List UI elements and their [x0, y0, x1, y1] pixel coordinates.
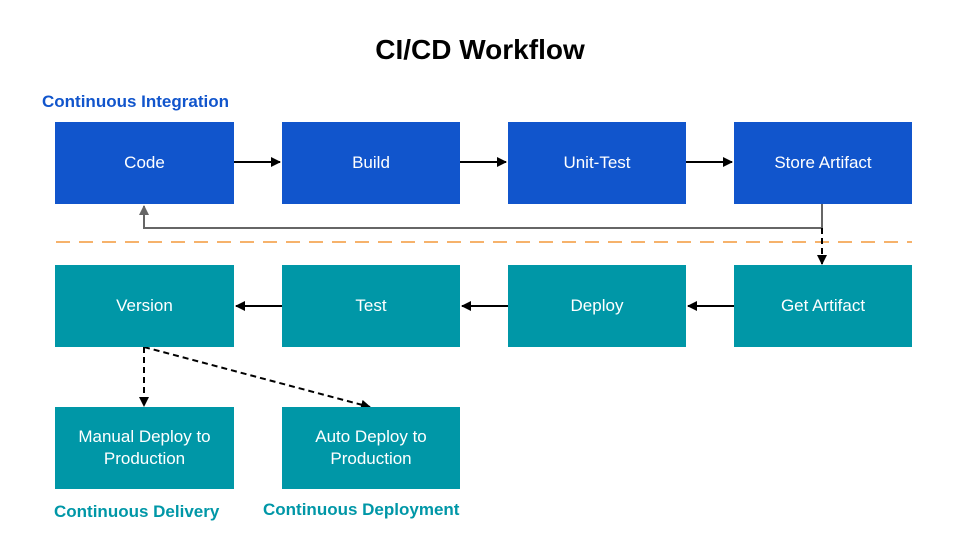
node-code: Code	[55, 122, 234, 204]
label-continuous-delivery: Continuous Delivery	[54, 502, 220, 521]
node-get-artifact: Get Artifact	[734, 265, 912, 347]
node-manual-deploy: Manual Deploy to Production	[55, 407, 234, 489]
node-test: Test	[282, 265, 460, 347]
arrow-version-to-auto-deploy	[143, 346, 371, 410]
diagram-title: CI/CD Workflow	[375, 34, 585, 65]
node-auto-deploy: Auto Deploy to Production	[282, 407, 460, 489]
node-unit-test: Unit-Test	[508, 122, 686, 204]
label-continuous-integration: Continuous Integration	[42, 92, 229, 111]
node-store-artifact: Store Artifact	[734, 122, 912, 204]
node-build: Build	[282, 122, 460, 204]
node-deploy: Deploy	[508, 265, 686, 347]
feedback-store-artifact-to-code	[139, 204, 823, 229]
label-continuous-deployment: Continuous Deployment	[263, 500, 460, 519]
node-version: Version	[55, 265, 234, 347]
